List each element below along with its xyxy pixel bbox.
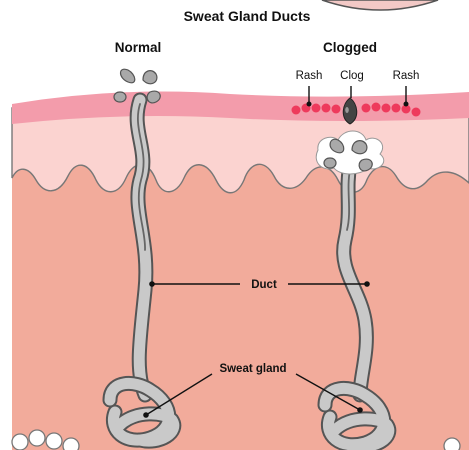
top-circle-fragment [322,0,438,10]
clog-label: Clog [340,70,364,82]
clogged-sweat-gland [325,388,389,446]
fat-cell-icon [63,438,79,450]
fat-cell-icon [46,433,62,449]
rash-label-left: Rash [296,70,323,82]
diagram-title: Sweat Gland Ducts [184,8,311,24]
fat-cell-icon [29,430,45,446]
fat-cell-icon [12,434,28,450]
duct-label: Duct [251,279,277,291]
normal-sweat-gland [110,383,174,441]
rash-label-right: Rash [393,70,420,82]
fat-cell-icon [444,438,460,450]
sweat-gland-label: Sweat gland [219,363,286,375]
column-label-normal: Normal [115,40,162,55]
skin-layers [12,92,469,450]
column-label-clogged: Clogged [323,40,377,55]
